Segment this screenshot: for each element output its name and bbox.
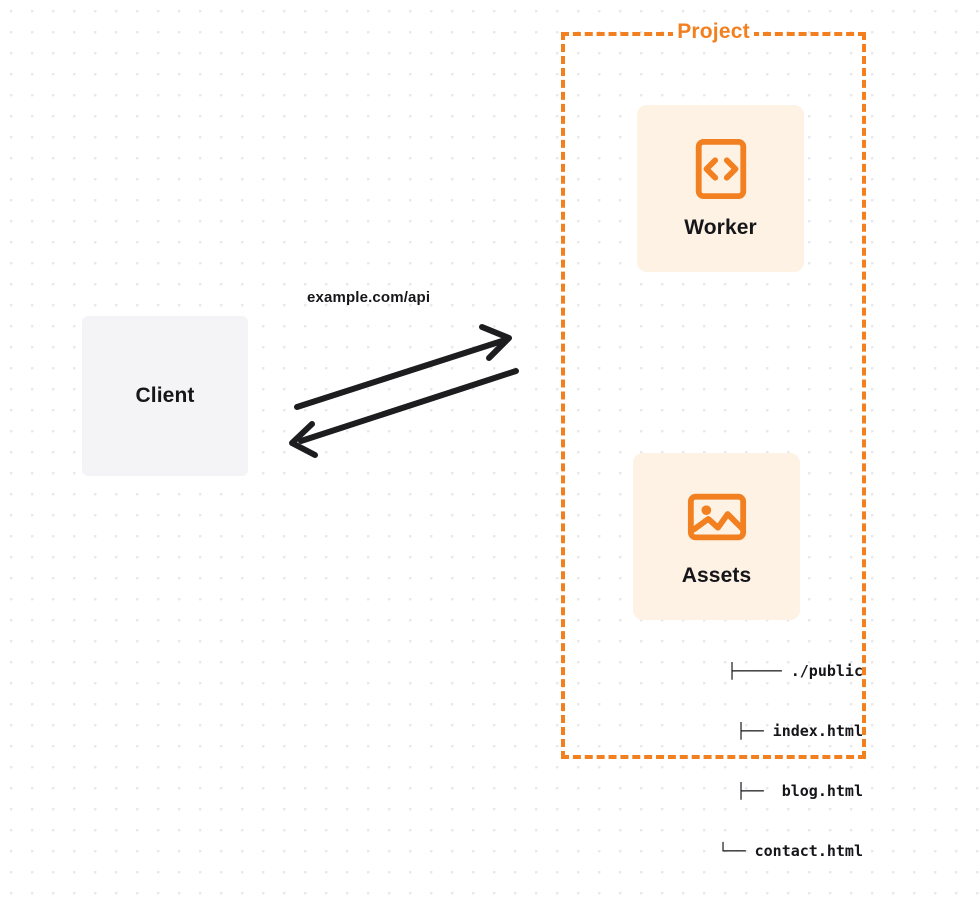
file-tree-line: └── contact.html (682, 842, 863, 860)
edge-label-example-com-api: example.com/api (307, 289, 431, 306)
node-assets-label: Assets (681, 563, 752, 587)
arrow-response (289, 368, 519, 458)
file-tree-line: ├── index.html (700, 722, 863, 740)
assets-file-tree: ├───── ./public ├── index.html ├── blog.… (613, 621, 863, 901)
file-tree-line: ├── blog.html (700, 782, 863, 800)
diagram-canvas: example.com/api Client Project Worker As… (82, 20, 866, 860)
code-brackets-icon (695, 138, 746, 199)
arrow-request (294, 324, 512, 410)
group-project-title-text: Project (673, 20, 754, 44)
node-worker[interactable]: Worker (637, 105, 804, 272)
file-tree-line: ├───── ./public (727, 662, 863, 680)
node-client[interactable]: Client (82, 316, 248, 476)
node-worker-label: Worker (684, 215, 757, 239)
image-picture-icon (687, 493, 746, 540)
node-client-label: Client (135, 384, 195, 407)
group-project-title: Project (565, 20, 862, 44)
group-project[interactable]: Project Worker Assets ├───── ./public ├─… (561, 20, 866, 860)
node-assets[interactable]: Assets (633, 453, 800, 620)
